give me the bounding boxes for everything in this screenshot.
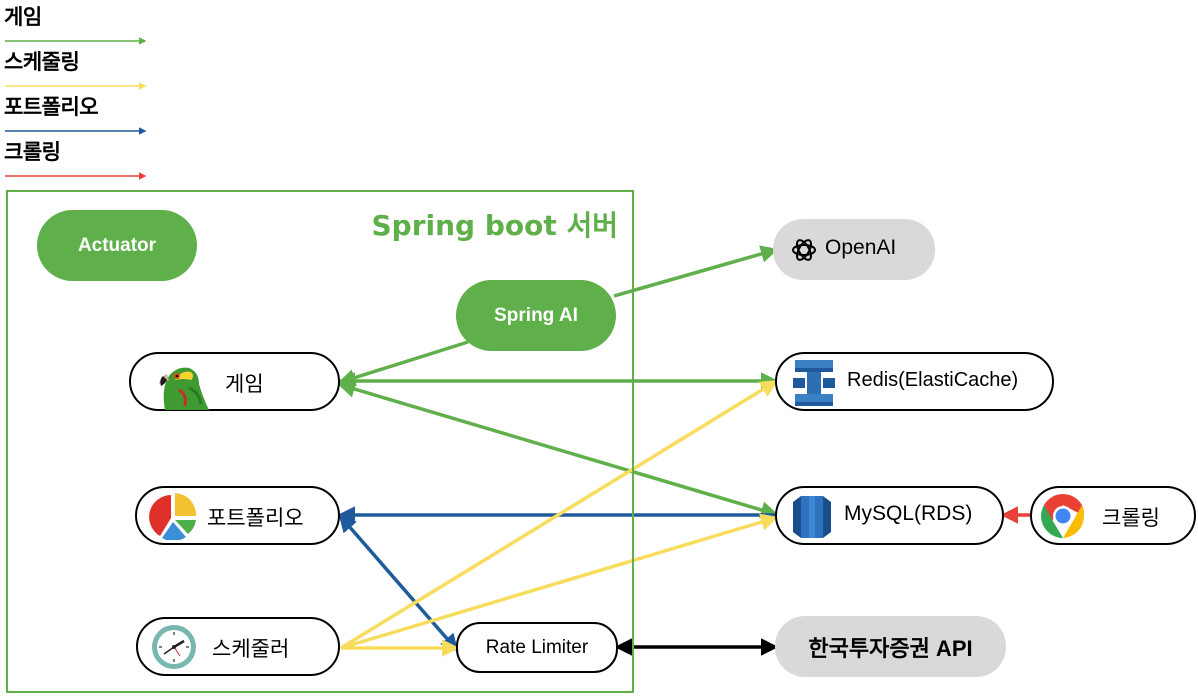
parrot-icon bbox=[155, 358, 213, 410]
rds-icon bbox=[789, 492, 835, 542]
elasticache-icon bbox=[791, 358, 837, 408]
crawling-node[interactable]: 크롤링 bbox=[1030, 486, 1196, 545]
spring-ai-label: Spring AI bbox=[494, 304, 578, 326]
legend-label-crawling: 크롤링 bbox=[4, 140, 61, 164]
mysql-node[interactable]: MySQL(RDS) bbox=[775, 486, 1004, 545]
clock-icon bbox=[150, 623, 198, 671]
server-title: Spring boot 서버 bbox=[371, 209, 618, 242]
chrome-icon bbox=[1040, 493, 1086, 539]
legend-label-portfolio: 포트폴리오 bbox=[4, 95, 99, 119]
redis-label: Redis(ElastiCache) bbox=[847, 369, 1019, 391]
openai-node[interactable]: OpenAI bbox=[773, 219, 935, 280]
actuator-node[interactable]: Actuator bbox=[37, 210, 197, 281]
portfolio-label: 포트폴리오 bbox=[207, 507, 304, 530]
rate-limiter-node[interactable]: Rate Limiter bbox=[456, 622, 618, 673]
scheduler-node[interactable]: 스케줄러 bbox=[136, 617, 340, 676]
edge-scheduler-to-mysql bbox=[340, 513, 779, 650]
portfolio-node[interactable]: 포트폴리오 bbox=[135, 486, 340, 545]
redis-node[interactable]: Redis(ElastiCache) bbox=[775, 352, 1054, 411]
edge-portfolio-to-rate-limiter bbox=[338, 514, 459, 652]
pie-chart-icon bbox=[149, 492, 197, 540]
edge-game-to-mysql bbox=[337, 380, 779, 519]
rate-limiter-label: Rate Limiter bbox=[485, 636, 589, 658]
openai-label: OpenAI bbox=[825, 236, 897, 259]
legend-label-game: 게임 bbox=[4, 5, 42, 29]
edge-spring-ai-to-openai bbox=[613, 245, 779, 298]
mysql-label: MySQL(RDS) bbox=[844, 502, 973, 525]
spring-boot-server-boundary: Spring boot 서버 bbox=[6, 190, 634, 693]
legend-label-scheduling: 스케줄링 bbox=[4, 50, 80, 74]
kis-api-label: 한국투자증권 API bbox=[808, 635, 973, 661]
kis-api-node[interactable]: 한국투자증권 API bbox=[775, 616, 1006, 677]
spring-ai-node[interactable]: Spring AI bbox=[456, 280, 616, 351]
edge-scheduler-to-redis bbox=[340, 380, 778, 650]
game-label: 게임 bbox=[225, 373, 264, 396]
crawling-label: 크롤링 bbox=[1102, 507, 1160, 530]
openai-logo-icon bbox=[789, 235, 819, 265]
actuator-label: Actuator bbox=[77, 234, 157, 256]
scheduler-label: 스케줄러 bbox=[212, 638, 290, 661]
game-node[interactable]: 게임 bbox=[129, 352, 340, 411]
